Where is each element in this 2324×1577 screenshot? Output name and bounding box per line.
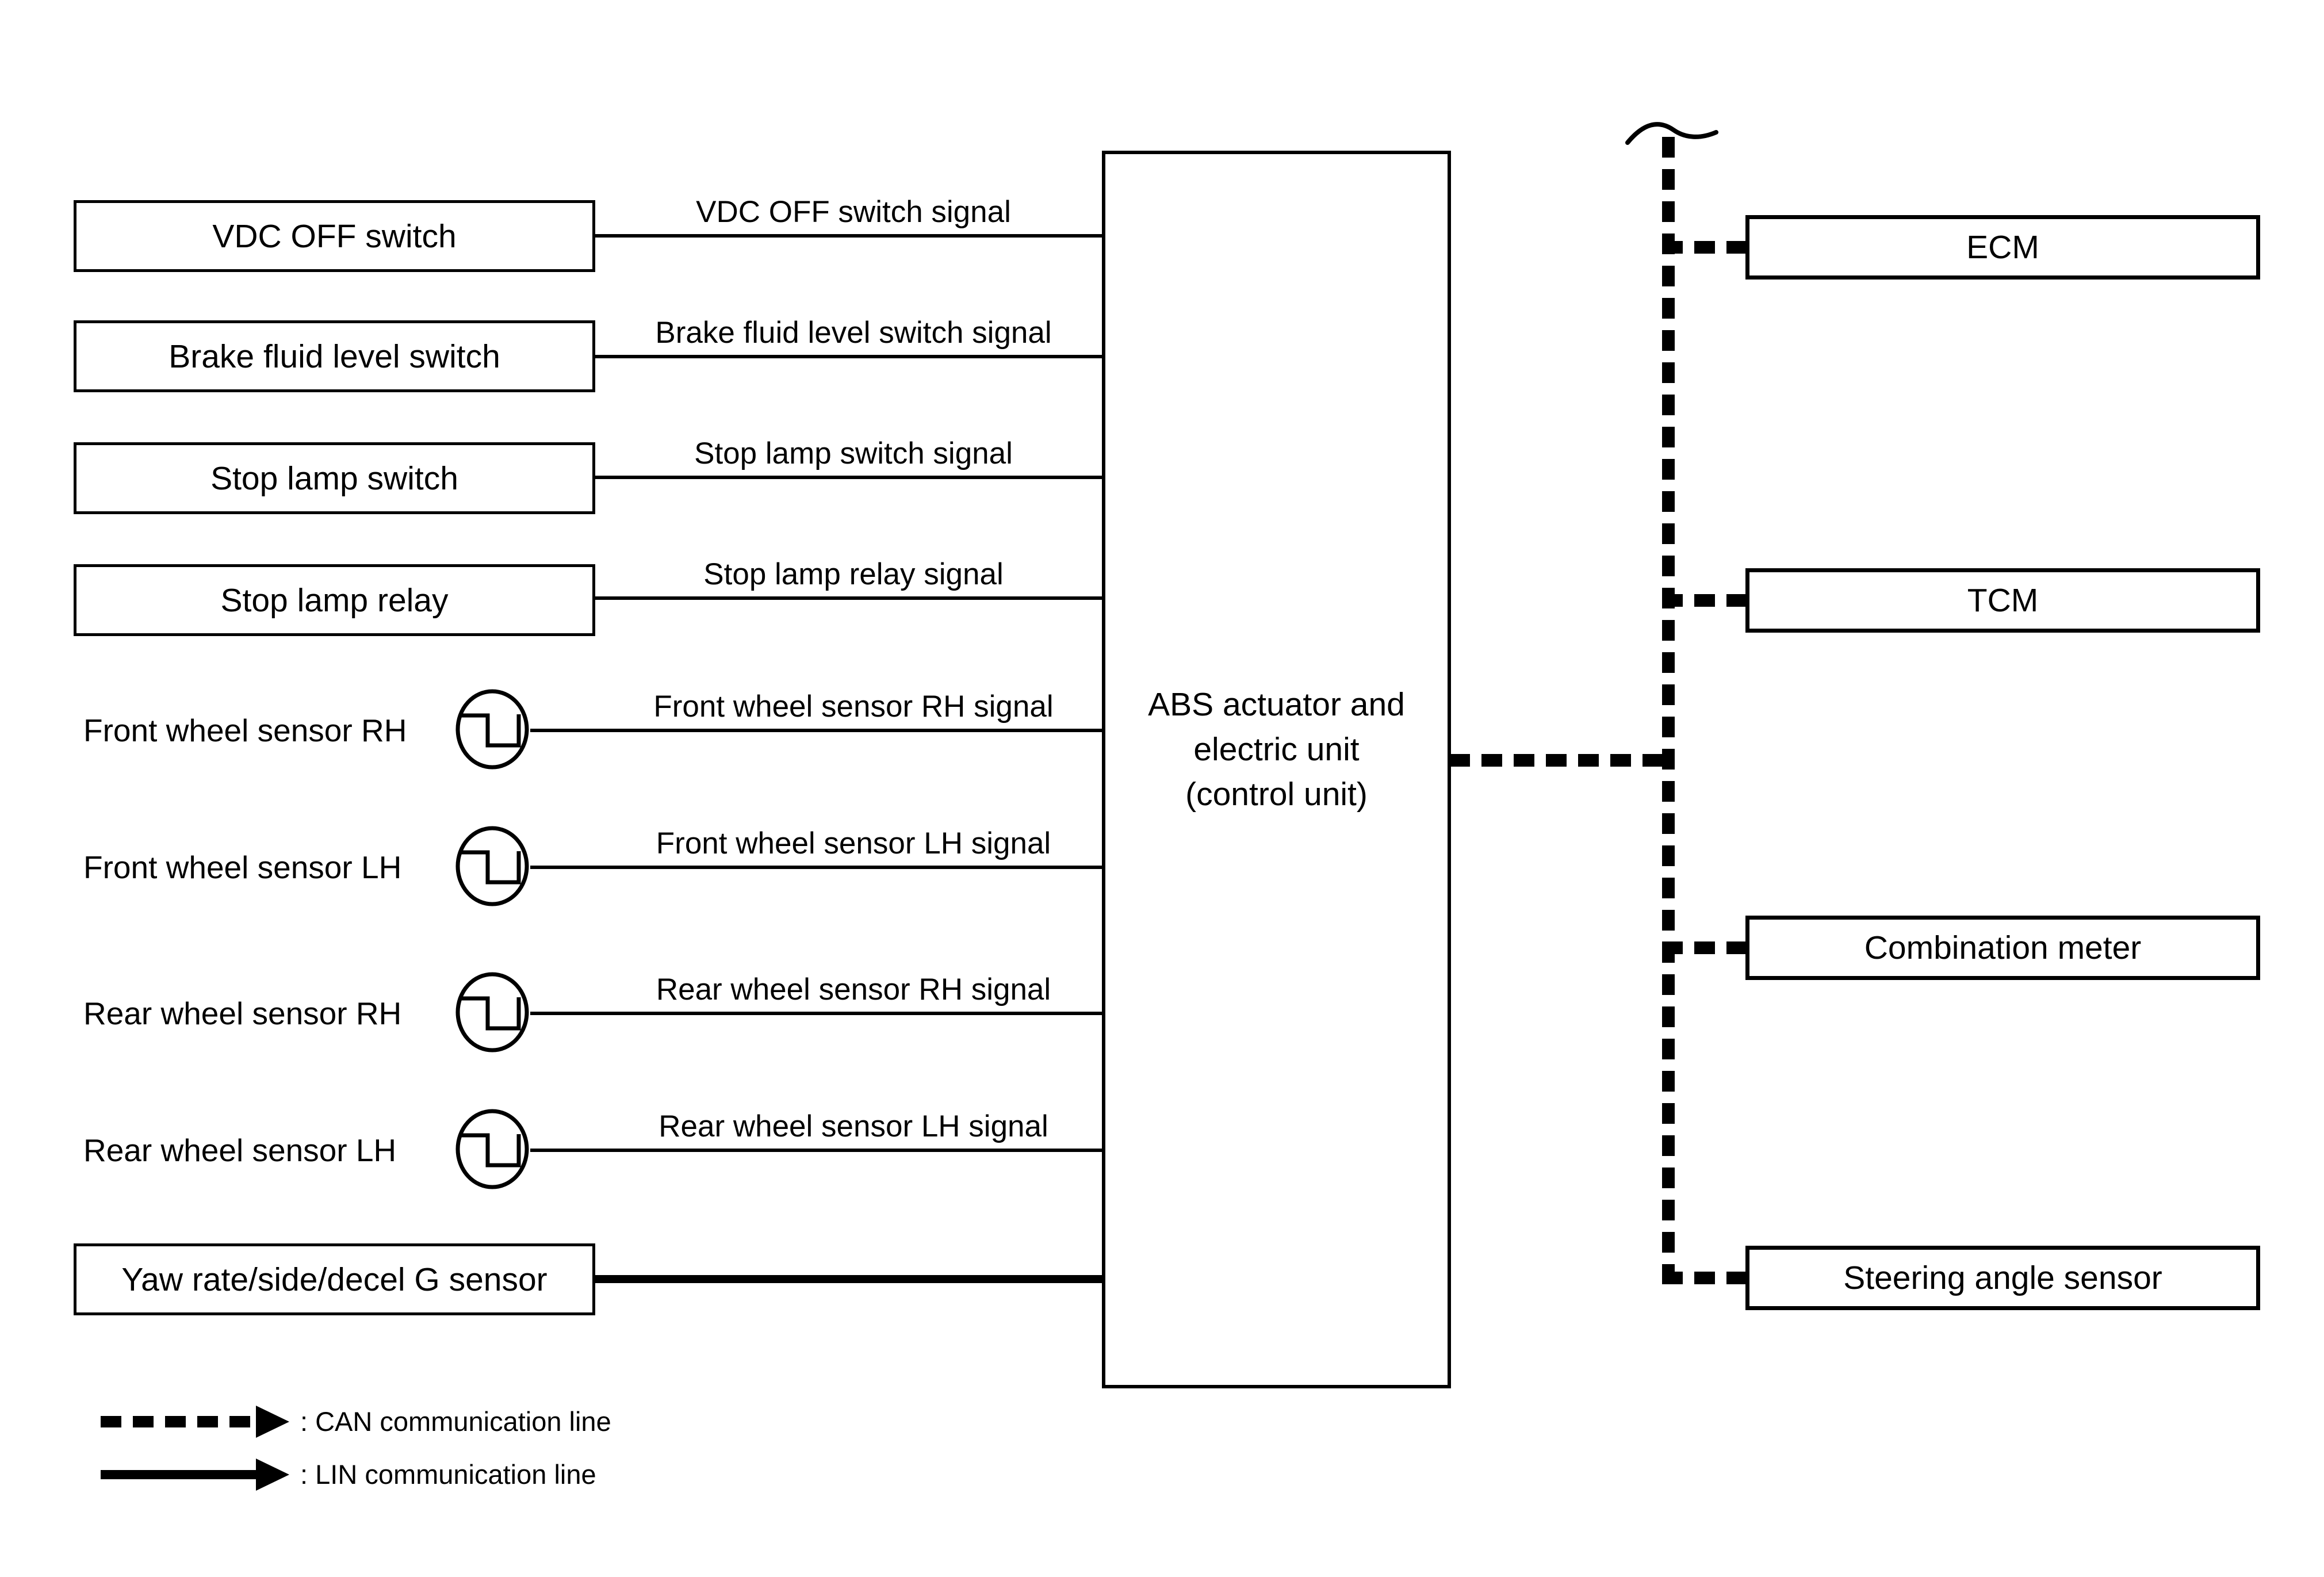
yaw-rate-lin-line [594, 1275, 1103, 1283]
abs-unit-label-line2: electric unit [1193, 731, 1360, 768]
steering-angle-sensor-label: Steering angle sensor [1843, 1260, 2162, 1296]
abs-to-bus-can-line [1449, 754, 1669, 767]
yaw-rate-sensor-box: Yaw rate/side/decel G sensor [74, 1243, 595, 1315]
can-bus-line [1662, 137, 1675, 1284]
rear-wheel-sensor-lh-label: Rear wheel sensor LH [83, 1132, 397, 1168]
can-bus-continuation-curve-icon [1625, 122, 1718, 145]
legend-lin-label: : LIN communication line [300, 1459, 596, 1490]
front-wheel-rh-pulse-sensor-icon [455, 689, 529, 770]
tcm-label: TCM [1967, 582, 2039, 619]
brake-fluid-level-switch-box: Brake fluid level switch [74, 320, 595, 392]
rear-wheel-rh-pulse-sensor-icon [455, 972, 529, 1052]
tcm-box: TCM [1745, 568, 2260, 633]
stop-lamp-switch-signal-label: Stop lamp switch signal [694, 437, 1013, 470]
rear-wheel-lh-signal-label: Rear wheel sensor LH signal [658, 1109, 1048, 1143]
rear-wheel-rh-signal-line [530, 1012, 1103, 1015]
combination-meter-label: Combination meter [1864, 929, 2142, 966]
legend-lin-arrowhead-icon [256, 1459, 289, 1491]
legend-can-label: : CAN communication line [300, 1406, 611, 1437]
rear-wheel-lh-signal-line [530, 1149, 1103, 1152]
rear-wheel-lh-pulse-sensor-icon [455, 1109, 529, 1189]
vdc-off-switch-box: VDC OFF switch [74, 200, 595, 272]
rear-wheel-rh-signal-label: Rear wheel sensor RH signal [656, 973, 1051, 1006]
brake-fluid-signal-label: Brake fluid level switch signal [655, 316, 1052, 350]
front-wheel-sensor-lh-label: Front wheel sensor LH [83, 849, 402, 885]
front-wheel-lh-pulse-sensor-icon [455, 826, 529, 906]
legend-lin-line-sample [101, 1470, 257, 1479]
stop-lamp-relay-signal-line [594, 596, 1103, 600]
vdc-signal-line [594, 234, 1103, 238]
ecm-label: ECM [1966, 229, 2039, 266]
brake-fluid-signal-line [594, 355, 1103, 358]
ecm-can-stub [1662, 241, 1747, 254]
steering-angle-sensor-box: Steering angle sensor [1745, 1246, 2260, 1310]
legend-can-arrowhead-icon [256, 1406, 289, 1438]
abs-unit-label-line1: ABS actuator and [1148, 686, 1405, 723]
yaw-rate-sensor-label: Yaw rate/side/decel G sensor [121, 1261, 548, 1298]
stop-lamp-switch-box: Stop lamp switch [74, 442, 595, 514]
front-wheel-lh-signal-line [530, 866, 1103, 869]
ecm-box: ECM [1745, 215, 2260, 280]
tcm-can-stub [1662, 594, 1747, 607]
stop-lamp-relay-box: Stop lamp relay [74, 564, 595, 636]
brake-fluid-level-switch-label: Brake fluid level switch [169, 338, 500, 375]
abs-actuator-unit-box [1102, 151, 1451, 1388]
rear-wheel-sensor-rh-label: Rear wheel sensor RH [83, 996, 402, 1031]
legend-can-line-sample [101, 1416, 257, 1427]
stop-lamp-switch-label: Stop lamp switch [210, 460, 458, 497]
stop-lamp-relay-label: Stop lamp relay [220, 581, 449, 619]
stop-lamp-relay-signal-label: Stop lamp relay signal [703, 557, 1004, 591]
front-wheel-lh-signal-label: Front wheel sensor LH signal [656, 826, 1051, 860]
front-wheel-sensor-rh-label: Front wheel sensor RH [83, 713, 407, 748]
combination-meter-box: Combination meter [1745, 916, 2260, 980]
stop-lamp-switch-signal-line [594, 476, 1103, 479]
front-wheel-rh-signal-label: Front wheel sensor RH signal [653, 690, 1054, 724]
vdc-signal-label: VDC OFF switch signal [696, 195, 1011, 229]
abs-unit-label-line3: (control unit) [1185, 776, 1368, 813]
combination-meter-can-stub [1662, 941, 1747, 954]
steering-angle-sensor-can-stub [1662, 1272, 1747, 1284]
front-wheel-rh-signal-line [530, 729, 1103, 732]
vdc-off-switch-label: VDC OFF switch [212, 217, 457, 255]
